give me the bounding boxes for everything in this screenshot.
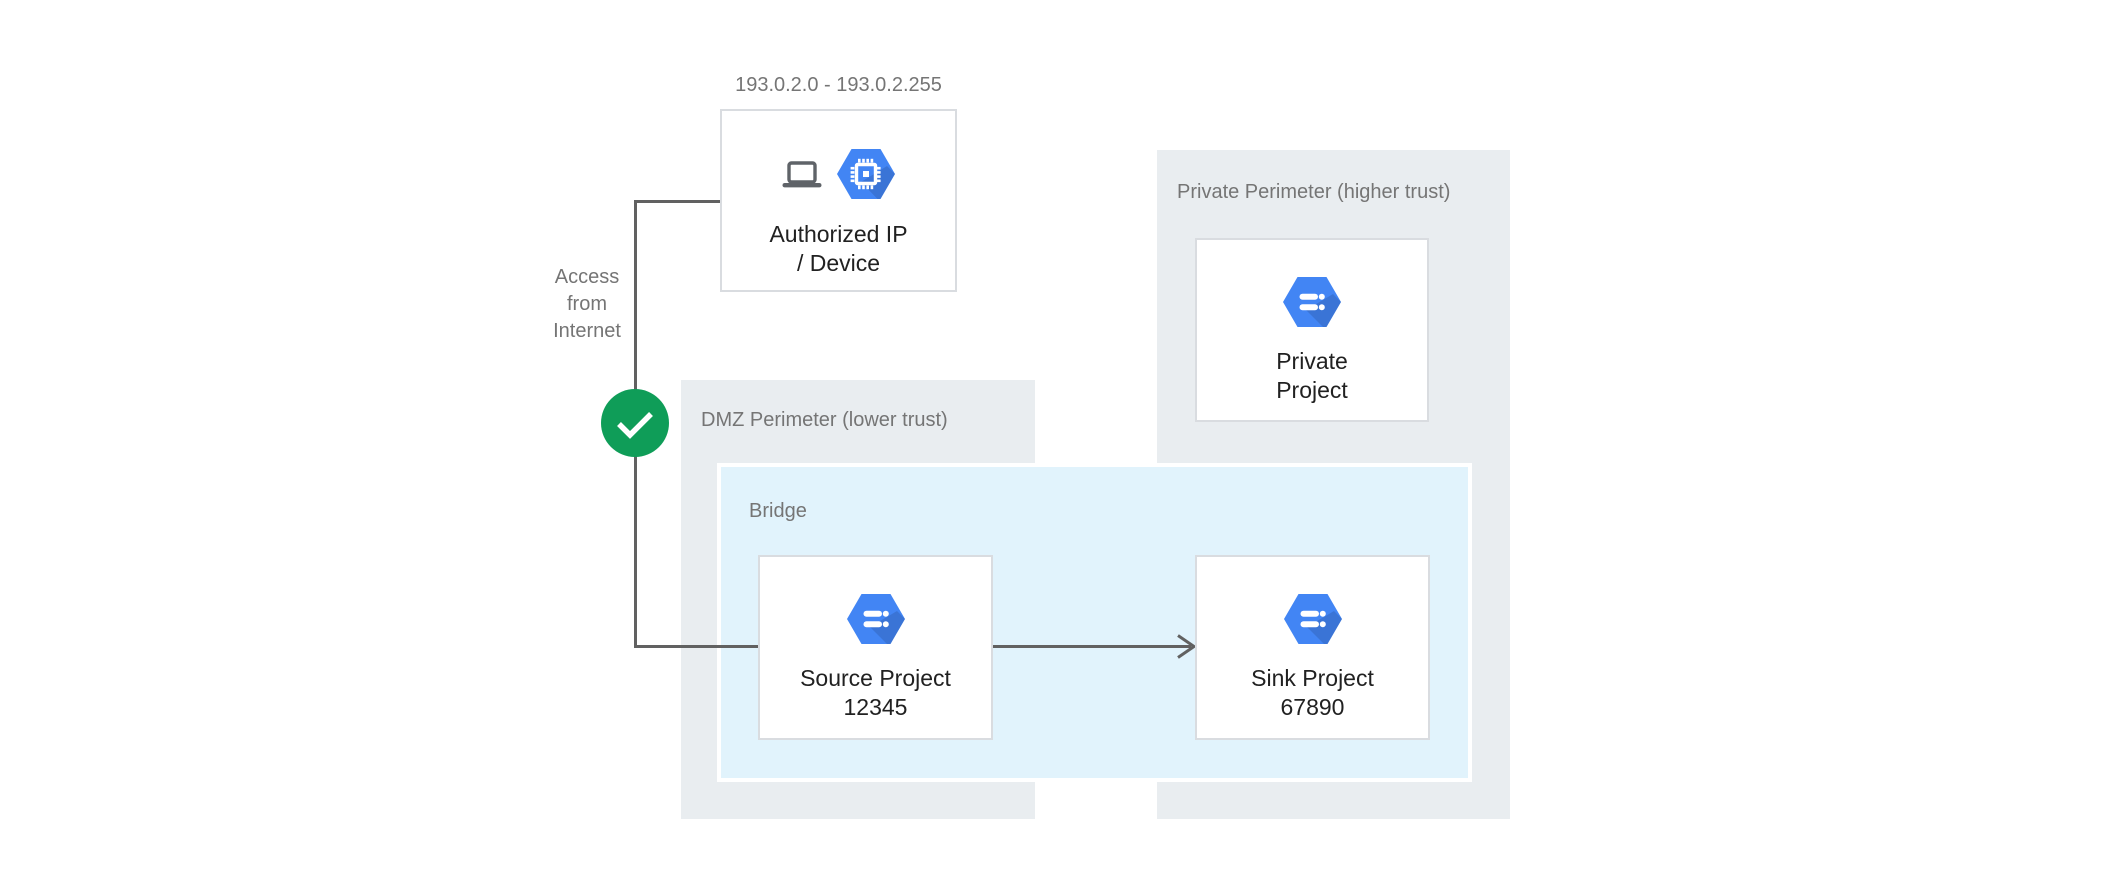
node-label-line: Source Project <box>800 665 951 691</box>
node-label-line: Sink Project <box>1251 665 1374 691</box>
laptop-icon <box>782 160 822 187</box>
private-project-label: Private Project <box>1276 347 1348 405</box>
authorized-node-icons <box>782 148 895 200</box>
authorized-ip-device-node: Authorized IP / Device <box>720 109 957 292</box>
access-from-internet-label: Access from Internet <box>527 264 647 345</box>
ip-range-label: 193.0.2.0 - 193.0.2.255 <box>735 74 942 96</box>
check-circle-icon <box>601 389 669 457</box>
authorized-node-label: Authorized IP / Device <box>769 220 907 278</box>
access-label-line: Internet <box>553 320 621 342</box>
dmz-perimeter-label: DMZ Perimeter (lower trust) <box>701 409 948 431</box>
compute-engine-hexagon-icon <box>837 149 895 199</box>
node-label-line: 67890 <box>1280 694 1345 720</box>
node-label-line: Project <box>1276 377 1348 403</box>
cloud-project-hexagon-icon <box>1283 594 1342 644</box>
node-label-line: 12345 <box>843 694 908 720</box>
sink-project-icons <box>1283 594 1342 644</box>
node-label-line: Authorized IP <box>769 221 908 247</box>
sink-project-node: Sink Project 67890 <box>1195 555 1430 740</box>
node-label-line: Private <box>1276 348 1348 374</box>
source-project-node: Source Project 12345 <box>758 555 993 740</box>
source-project-icons <box>846 594 905 644</box>
private-project-icons <box>1283 277 1341 327</box>
source-project-label: Source Project 12345 <box>800 664 951 722</box>
cloud-project-hexagon-icon <box>1283 277 1341 327</box>
node-label-line: / Device <box>796 250 881 276</box>
flow-arrow <box>993 634 1197 659</box>
sink-project-label: Sink Project 67890 <box>1251 664 1374 722</box>
private-perimeter-label: Private Perimeter (higher trust) <box>1177 181 1451 203</box>
connector-bottom-segment <box>634 645 758 648</box>
check-mark <box>617 412 653 439</box>
connector-top-segment <box>635 200 720 203</box>
private-project-node: Private Project <box>1195 238 1429 422</box>
access-label-line: from <box>567 293 607 315</box>
cloud-project-hexagon-icon <box>846 594 905 644</box>
bridge-label: Bridge <box>749 500 807 522</box>
access-label-line: Access <box>554 266 620 288</box>
